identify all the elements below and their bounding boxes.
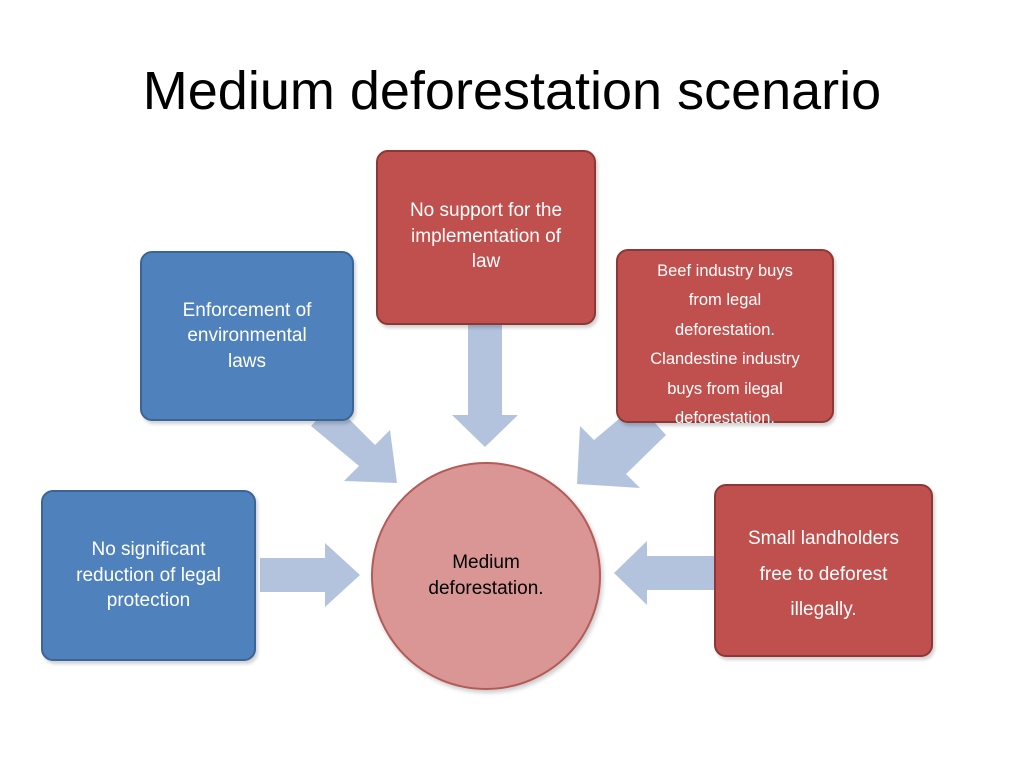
page-title: Medium deforestation scenario — [142, 61, 882, 121]
center-text-line: deforestation. — [428, 578, 544, 599]
driver-text-line: laws — [227, 350, 266, 372]
driver-paragraph-legal: Beef industry buys from legal deforestat… — [657, 261, 793, 341]
driver-text-line: No significant — [91, 539, 206, 561]
driver-text-line: implementation of — [411, 225, 561, 247]
driver-text-line: illegally. — [790, 599, 857, 621]
driver-text-line: buys from ilegal — [667, 379, 783, 398]
driver-box-enforcement: Enforcement of environmental laws — [140, 251, 354, 421]
driver-text-line: No support for the — [409, 200, 563, 221]
driver-paragraph-illegal: free to deforest illegally. — [760, 562, 888, 623]
driver-text-line: free to deforest — [759, 563, 888, 585]
driver-box-legal-protection: No significant reduction of legal protec… — [41, 490, 256, 661]
driver-text-line: Clandestine industry — [650, 350, 800, 369]
driver-text-line: deforestation. — [675, 409, 775, 428]
driver-paragraph-clandestine: Clandestine industry buys from ilegal de… — [650, 349, 800, 429]
driver-box-beef-industry: Beef industry buys from legal deforestat… — [616, 249, 834, 427]
driver-text-line: environmental — [187, 325, 307, 347]
center-text-line: Medium — [452, 552, 520, 574]
driver-box-landholders: Small landholders free to deforest illeg… — [714, 484, 933, 657]
driver-text-line: from legal — [688, 291, 762, 310]
driver-text-line: Small landholders — [747, 528, 900, 549]
driver-text-line: deforestation. — [675, 320, 775, 339]
center-outcome-circle: Medium deforestation. — [371, 462, 601, 690]
arrow-from-enforcement — [311, 403, 397, 483]
arrow-from-legal-protection — [260, 543, 360, 607]
arrow-from-beef — [577, 413, 666, 488]
driver-text-line: law — [471, 251, 501, 273]
arrow-from-law-support — [452, 325, 518, 447]
driver-text-line: protection — [106, 590, 191, 612]
driver-text-line: reduction of legal — [76, 564, 221, 586]
driver-text-line: Enforcement of — [182, 299, 312, 321]
arrow-from-landholders — [614, 541, 714, 605]
driver-text-line: Beef industry buys — [657, 262, 793, 280]
driver-box-law-support: No support for the implementation of law — [376, 150, 596, 325]
